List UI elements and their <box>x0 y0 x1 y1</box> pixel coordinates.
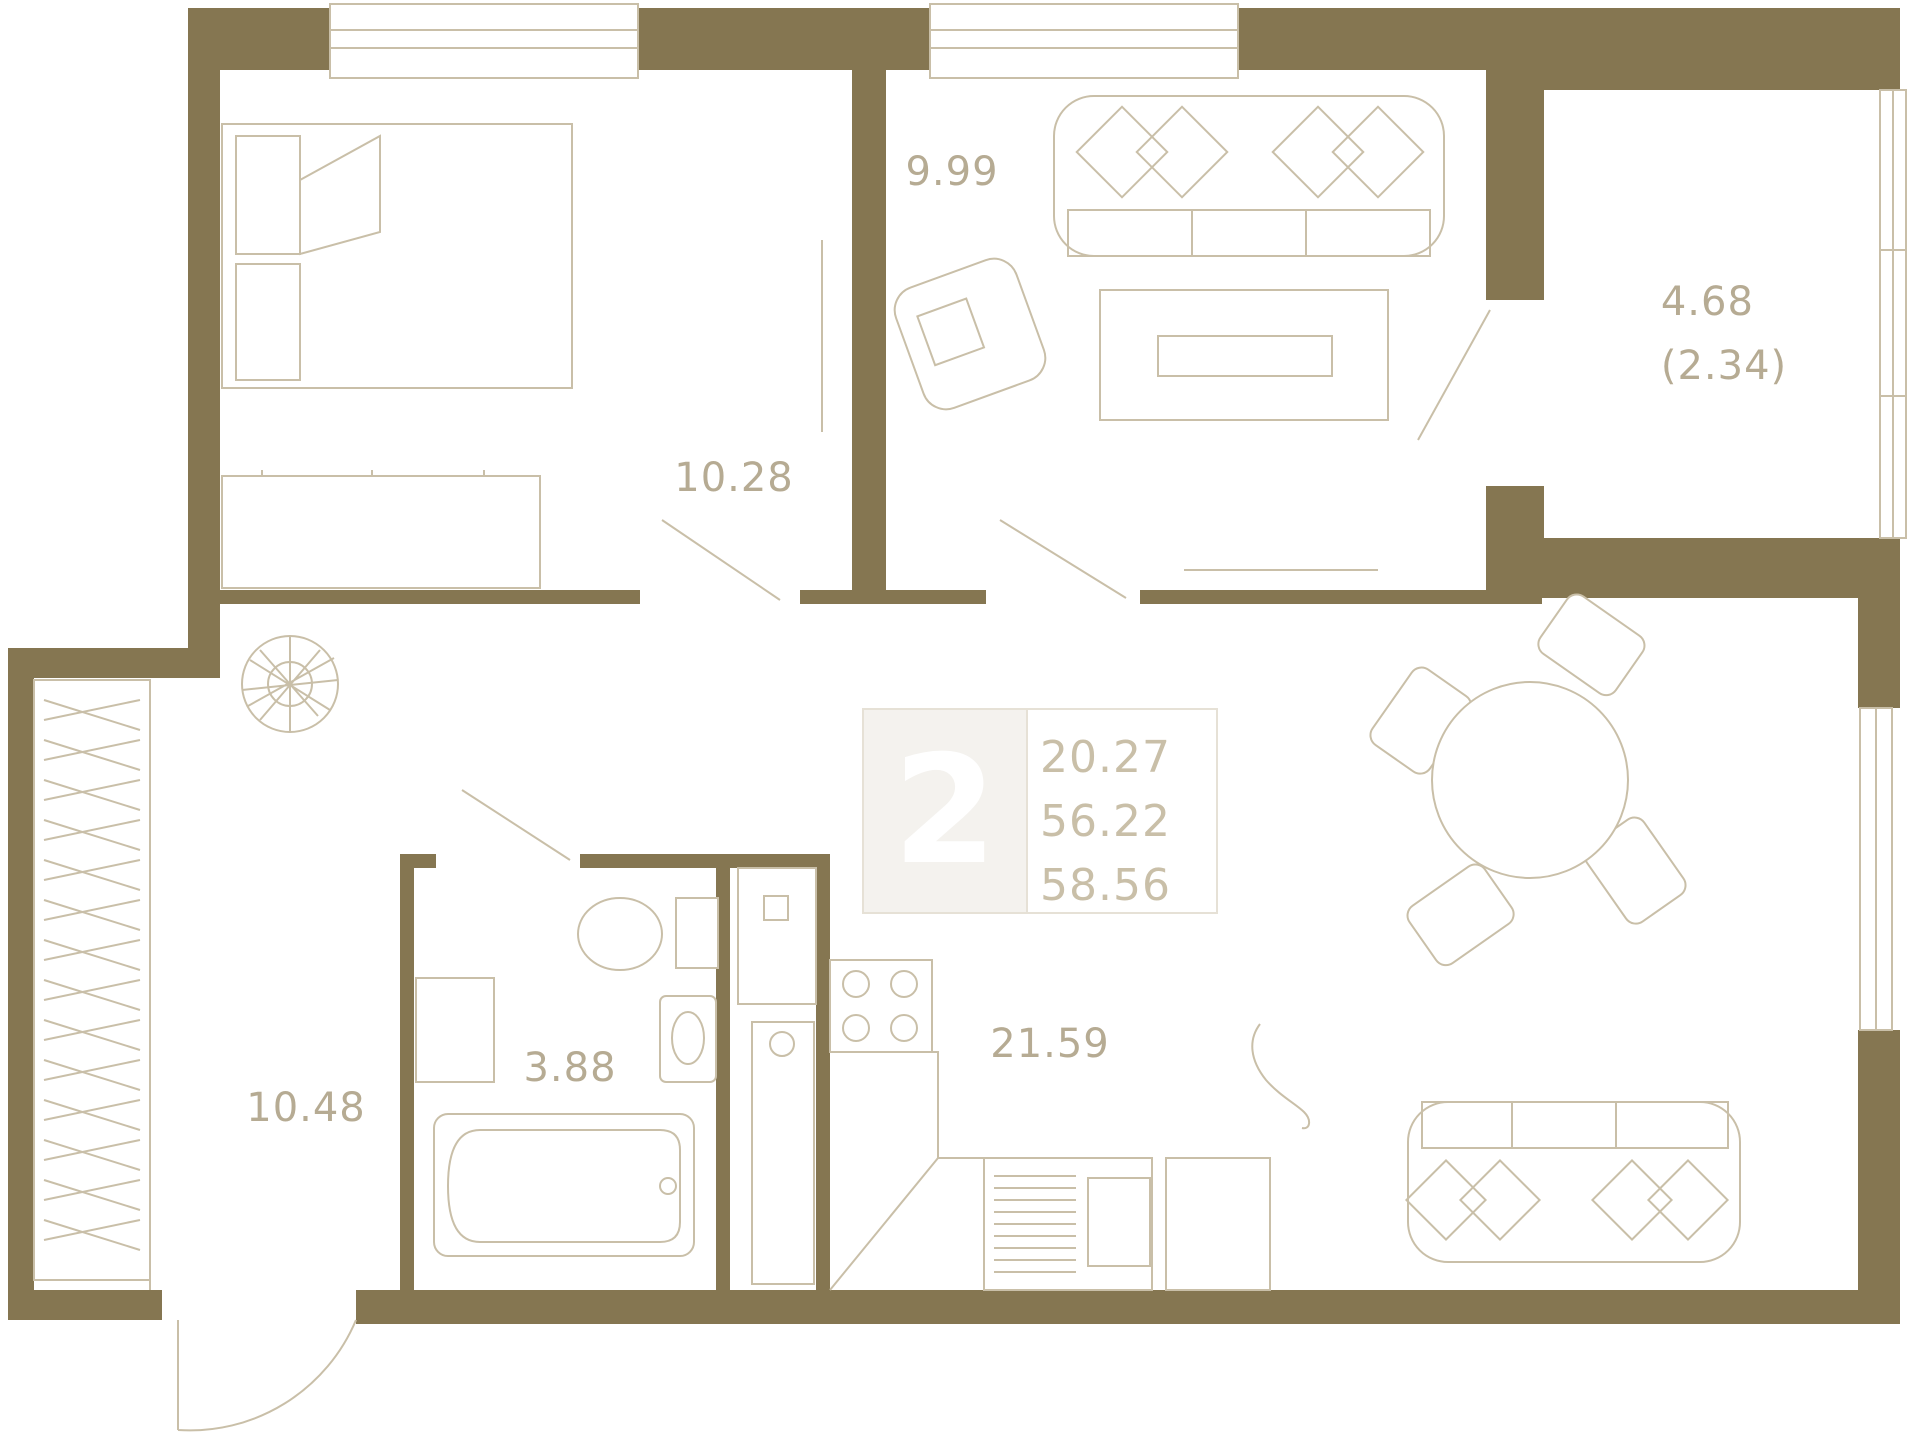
area-label-balcony: 4.68 (2.34) <box>1661 282 1787 386</box>
door-balcony <box>1417 309 1491 441</box>
area-value: 10.28 <box>674 455 794 501</box>
armchair <box>893 257 1047 411</box>
area-value: 9.99 <box>905 149 999 195</box>
hall-wardrobe <box>43 680 151 1290</box>
door-entrance <box>177 1319 357 1432</box>
area-value: 21.59 <box>990 1021 1110 1067</box>
wall-bath-top-left <box>400 854 436 868</box>
living-area: 20.27 <box>1040 732 1171 783</box>
wall-hall-step <box>8 648 220 678</box>
toilet-tank <box>675 897 719 969</box>
wall-bedroom-bottom-right <box>800 590 886 604</box>
stove <box>829 959 933 1053</box>
cat-figure <box>1251 1023 1310 1130</box>
wall-balcony-left-lower <box>1486 486 1544 598</box>
total-area-with-balcony: 58.56 <box>1040 860 1171 911</box>
wall-bottom <box>356 1290 1900 1324</box>
wall-bath-left <box>400 854 414 1296</box>
area-label-kitchen-living: 21.59 <box>990 1024 1110 1064</box>
area-value: 10.48 <box>246 1085 366 1131</box>
area-value: 3.88 <box>523 1045 617 1091</box>
wall-hall-bottom <box>8 1290 162 1320</box>
area-value: 4.68 <box>1660 279 1754 325</box>
plant-icon <box>241 635 339 733</box>
area-reduced-value: (2.34) <box>1660 343 1788 389</box>
living-furniture <box>1251 1023 1741 1263</box>
toilet <box>577 897 663 971</box>
wall-bath-top <box>580 854 830 868</box>
washbasin <box>659 995 717 1083</box>
wall-room-bottom-right <box>1140 590 1542 604</box>
door-bedroom <box>661 519 781 601</box>
door-room <box>999 519 1127 599</box>
total-area: 56.22 <box>1040 796 1171 847</box>
wall-bath-mid <box>716 868 730 1296</box>
wall-right-upper <box>1880 8 1900 90</box>
area-label-hallway: 10.48 <box>246 1088 366 1128</box>
bathtub <box>433 1113 695 1257</box>
rooms-count-cell: 2 <box>864 710 1028 912</box>
apartment-summary-badge: 2 20.27 56.22 58.56 <box>862 708 1218 914</box>
dresser <box>221 475 541 589</box>
dining-table <box>1431 681 1629 879</box>
wall-balcony-bottom <box>1486 538 1900 598</box>
area-summary: 20.27 56.22 58.56 <box>1040 726 1210 918</box>
coffee-table <box>1099 289 1389 421</box>
wall-balcony-top <box>1486 8 1880 90</box>
room-furniture <box>893 95 1445 421</box>
wall-bedroom-bottom <box>220 590 640 604</box>
wall-hall-left <box>8 648 34 1316</box>
wall-room-bottom-left <box>886 590 986 604</box>
bed <box>221 123 573 389</box>
kitchen <box>829 959 1271 1291</box>
window-room <box>929 3 1239 79</box>
wall-bedroom-left <box>188 8 220 678</box>
bedroom-furniture <box>221 123 573 589</box>
area-label-room-upper: 9.99 <box>905 152 998 192</box>
water-heater <box>751 1021 815 1285</box>
sofa-upper <box>1053 95 1445 257</box>
walls <box>8 8 1900 1324</box>
wall-bath-right <box>816 854 830 1296</box>
rooms-count: 2 <box>892 724 998 898</box>
window-bedroom <box>329 3 639 79</box>
wall-right-middle <box>1858 598 1900 708</box>
wall-balcony-left <box>1486 90 1544 300</box>
wall-right-lower <box>1858 1030 1900 1324</box>
laundry-cabinet <box>415 977 495 1083</box>
wall-partition-vertical <box>852 8 886 604</box>
windows <box>33 3 1907 1281</box>
area-label-bedroom: 10.28 <box>674 458 794 498</box>
dining-set <box>1369 593 1687 967</box>
window-hall <box>33 679 151 1281</box>
area-label-bathroom: 3.88 <box>523 1048 616 1088</box>
bathroom-fixtures <box>415 867 817 1285</box>
doors <box>177 240 1491 1432</box>
utility-box <box>737 867 817 1005</box>
door-bathroom <box>461 789 571 861</box>
